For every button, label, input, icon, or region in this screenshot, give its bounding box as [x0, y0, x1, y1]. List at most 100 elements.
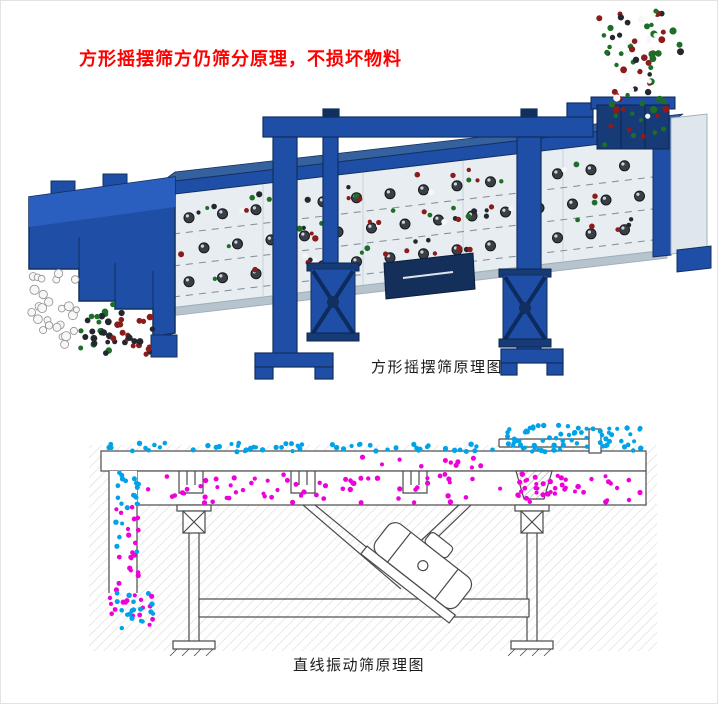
screen-ball: [217, 272, 228, 284]
particle: [645, 59, 652, 66]
particle: [551, 442, 557, 448]
particle: [632, 56, 640, 63]
screen-ball: [552, 232, 563, 244]
particle: [448, 460, 453, 465]
particle: [120, 521, 125, 526]
particle: [314, 492, 319, 498]
particle: [560, 442, 566, 448]
particle: [321, 496, 327, 501]
particle: [620, 66, 627, 74]
particle: [453, 462, 459, 468]
particle: [91, 340, 98, 347]
particle: [603, 474, 608, 479]
particle: [116, 580, 122, 586]
screen-ball-highlight: [301, 232, 305, 236]
particle: [131, 599, 136, 605]
box-right-bracket: [676, 245, 712, 273]
particle: [641, 54, 648, 61]
particle: [646, 34, 652, 40]
swing-sieve-caption: 方形摇摆筛原理图: [370, 358, 503, 376]
particle: [507, 427, 512, 432]
particle: [349, 443, 354, 449]
particle: [626, 127, 632, 133]
particle: [322, 483, 329, 489]
particle: [373, 448, 379, 454]
deck-bracket-1: [178, 471, 204, 494]
particle: [252, 266, 258, 273]
particle: [117, 321, 124, 328]
particle: [563, 485, 568, 490]
particle: [608, 123, 614, 129]
particle: [574, 441, 580, 446]
particle: [340, 486, 346, 492]
particle: [123, 600, 128, 605]
particle: [508, 206, 514, 212]
particle: [374, 475, 381, 481]
particle: [490, 447, 495, 453]
particle: [119, 329, 126, 336]
particle: [523, 478, 528, 483]
particle: [632, 439, 637, 444]
particle: [530, 449, 535, 454]
particle: [411, 500, 417, 505]
particle: [488, 204, 495, 210]
particle: [52, 322, 62, 332]
particle: [312, 235, 319, 242]
particle: [607, 44, 612, 50]
particle: [644, 23, 650, 30]
particle: [357, 196, 363, 202]
foot-right-b: [546, 362, 564, 376]
screen-ball: [217, 208, 228, 220]
particles-lower: [106, 422, 644, 631]
support-frame: [254, 102, 594, 380]
particle: [560, 438, 565, 444]
particle: [135, 572, 141, 579]
particle: [293, 481, 299, 487]
particle: [346, 196, 351, 201]
particle: [524, 428, 529, 433]
particle: [364, 245, 371, 252]
particle: [226, 244, 231, 249]
particle: [505, 433, 510, 439]
particle: [540, 438, 546, 443]
particles-discharge: [27, 268, 156, 357]
particle: [676, 41, 683, 48]
screen-ball: [232, 238, 243, 250]
particle: [653, 8, 659, 14]
particle: [655, 50, 662, 57]
particle: [411, 441, 417, 447]
screen-ball: [418, 248, 429, 260]
particle: [146, 448, 151, 453]
particle: [239, 208, 245, 214]
particle: [456, 245, 463, 252]
particle: [563, 477, 568, 482]
particle: [565, 424, 571, 429]
particle: [184, 486, 190, 492]
particle: [609, 34, 616, 41]
particle: [624, 39, 631, 46]
particle: [70, 275, 80, 284]
particle: [614, 62, 619, 68]
particle: [108, 601, 114, 607]
particle: [615, 426, 620, 431]
particle: [445, 493, 451, 499]
tension-plate-handle: [402, 271, 454, 279]
particle: [304, 196, 311, 203]
particle: [359, 250, 364, 255]
particle: [606, 430, 611, 435]
particle: [432, 251, 438, 256]
particle: [541, 422, 547, 429]
particle: [135, 515, 141, 521]
particle: [658, 36, 666, 44]
particle: [347, 486, 353, 493]
particle: [677, 48, 684, 56]
particle: [426, 237, 431, 243]
particle: [353, 193, 360, 199]
particle: [524, 495, 529, 501]
particle: [625, 442, 631, 448]
particle: [601, 33, 607, 38]
particle: [179, 490, 185, 496]
particle: [547, 435, 552, 441]
particle: [118, 316, 125, 323]
particle: [425, 476, 430, 481]
